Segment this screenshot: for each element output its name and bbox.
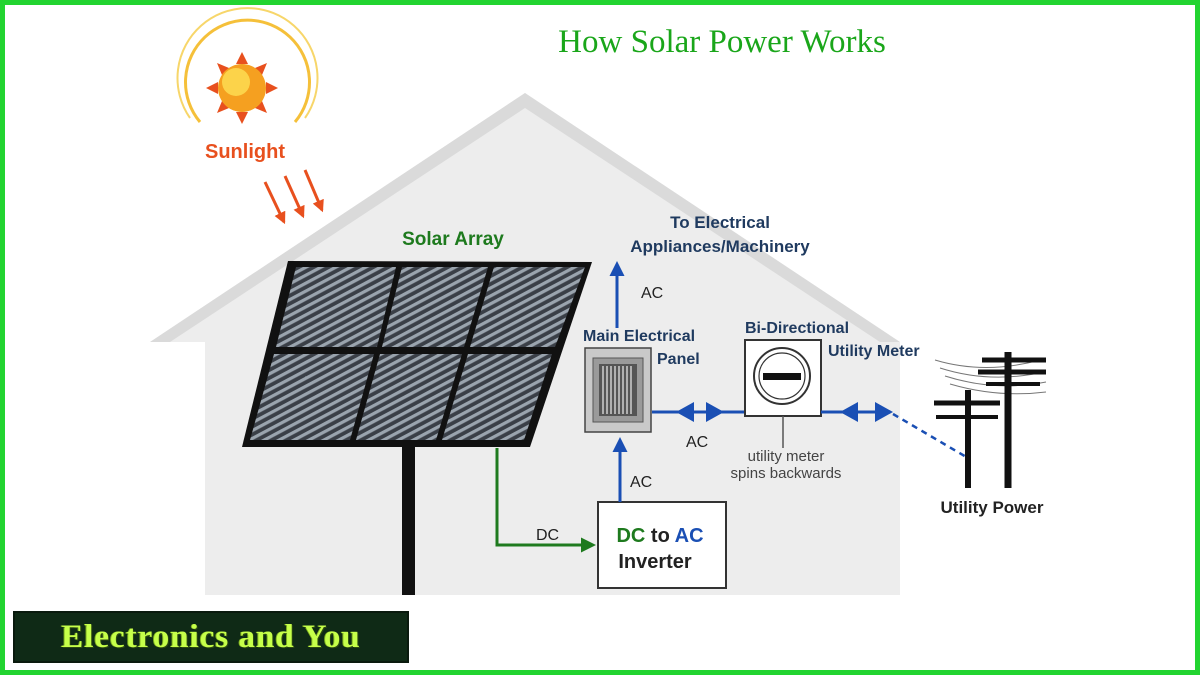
utility-power-label: Utility Power (941, 498, 1044, 517)
inverter-box: DC to AC Inverter (597, 501, 727, 589)
meter-note-2: spins backwards (731, 465, 842, 482)
ac-label-low: AC (630, 474, 652, 491)
solar-panel-icon (242, 261, 592, 447)
page-title: How Solar Power Works (558, 24, 886, 60)
inverter-to-text: to (651, 525, 670, 547)
brand-logo-text: Electronics and You (61, 618, 361, 655)
main-panel-label-2: Panel (657, 351, 700, 368)
bidirectional-arrow-icon (676, 402, 724, 422)
sunlight-label: Sunlight (205, 141, 285, 163)
inverter-word: Inverter (618, 551, 692, 573)
meter-note-1: utility meter (748, 448, 825, 465)
bidirectional-arrow-icon-2 (840, 402, 893, 422)
electrical-panel-icon (584, 347, 652, 433)
utility-pole-icon (934, 352, 1047, 488)
dashed-service-line (892, 412, 969, 460)
brand-banner: Electronics and You (13, 611, 409, 663)
svg-text:DC to AC: DC to AC (616, 525, 703, 547)
bidirectional-label: Bi-Directional (745, 320, 849, 337)
sunlight-rays (263, 169, 324, 225)
main-panel-label: Main Electrical (583, 328, 695, 345)
dc-label: DC (536, 527, 559, 544)
panel-pole (402, 445, 415, 595)
sun-icon (176, 7, 319, 124)
ac-label-up: AC (641, 285, 663, 302)
solar-array-label: Solar Array (402, 229, 504, 250)
inverter-dc-text: DC (616, 525, 645, 547)
appliances-label: Appliances/Machinery (630, 237, 810, 256)
to-electrical-label: To Electrical (670, 213, 770, 232)
meter-icon (744, 339, 822, 448)
utility-meter-label: Utility Meter (828, 343, 920, 360)
solar-diagram: How Solar Power Works DC DC to AC Invert… (150, 7, 1047, 595)
inverter-ac-text: AC (675, 525, 704, 547)
ac-label-mid: AC (686, 434, 708, 451)
dc-wire (495, 448, 596, 553)
